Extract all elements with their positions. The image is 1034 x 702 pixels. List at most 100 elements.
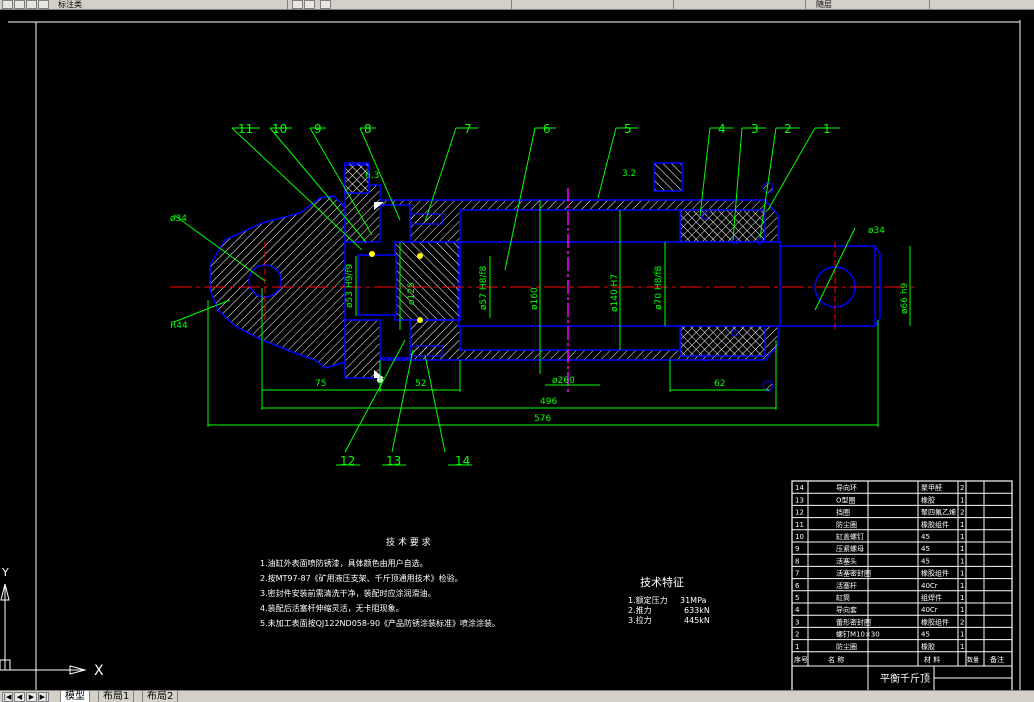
spec-value-3: 445kN: [684, 616, 710, 625]
bom-row-name: 防尘圈: [836, 520, 857, 529]
bom-row-material: 聚甲醛: [921, 483, 942, 492]
ucs-icon: [0, 583, 87, 675]
bom-row-no: 12: [795, 509, 804, 517]
roughness-6.3: 6.3: [365, 171, 379, 181]
drawing-title: 平衡千斤顶: [880, 673, 930, 685]
dim-496: 496: [540, 397, 557, 407]
toolbar-icon-3[interactable]: [26, 0, 37, 9]
toolbar-icon-2[interactable]: [14, 0, 25, 9]
bom-row-material: 橡胶组件: [921, 520, 949, 529]
bom-row-qty: 1: [960, 496, 964, 504]
ucs-y-label: Y: [1, 566, 9, 579]
tech-spec-title: 技术特征: [640, 575, 684, 589]
dim-d34-left: ø34: [170, 214, 187, 224]
bom-row-material: 橡胶组件: [921, 617, 949, 626]
balloon-6: 6: [543, 122, 551, 136]
o-ring-3: [417, 317, 423, 323]
linetype-dropdown[interactable]: [676, 0, 806, 9]
dim-d260: ø260: [552, 376, 575, 386]
tab-layout2[interactable]: 布局2: [142, 691, 179, 702]
section-marker-top: [374, 202, 384, 210]
spec-value-1: 31MPa: [680, 596, 707, 605]
bom-row-qty: 1: [960, 606, 964, 614]
drawing-svg[interactable]: 11 10 9 8 7 6 5 4 3 2 1 12 13 14 ø34 R44…: [0, 10, 1034, 690]
bom-row-no: 14: [795, 484, 804, 492]
bom-row-no: 8: [795, 557, 799, 565]
tech-req-2: 2.按MT97-87《矿用液压支架、千斤顶通用技术》检验。: [260, 573, 463, 583]
nav-prev-button[interactable]: ◀: [14, 692, 25, 702]
dim-52: 52: [415, 379, 426, 389]
bom-row-name: 缸筒: [836, 593, 850, 602]
color-dropdown[interactable]: [514, 0, 674, 9]
bom-header-note: 备注: [990, 655, 1004, 664]
dim-d34-right: ø34: [868, 226, 885, 236]
nav-first-button[interactable]: |◀: [2, 692, 13, 702]
tech-req-3: 3.密封件安装前需清洗干净，装配时应涂润滑油。: [260, 588, 436, 598]
bom-header-material: 材 料: [924, 655, 940, 664]
drawing-canvas[interactable]: 11 10 9 8 7 6 5 4 3 2 1 12 13 14 ø34 R44…: [0, 10, 1034, 690]
bom-row-qty: 2: [960, 484, 964, 492]
seal-3a: [731, 237, 739, 245]
toolbar-icon-4[interactable]: [38, 0, 49, 9]
nav-next-button[interactable]: ▶: [26, 692, 37, 702]
bom-row-name: O型圈: [836, 495, 856, 504]
style-dropdown-dimension[interactable]: 标注类: [52, 0, 288, 9]
bom-row-name: 蕾形密封圈: [836, 617, 871, 626]
bom-row-name: 防尘圈: [836, 642, 857, 651]
bom-row-name: 活塞密封圈: [836, 569, 871, 578]
toolbar-icon-5[interactable]: [292, 0, 303, 9]
tab-model[interactable]: 模型: [60, 691, 90, 702]
dim-d125: ø125: [407, 282, 417, 305]
bom-row-name: 压紧螺母: [836, 544, 864, 553]
o-ring-1: [369, 251, 375, 257]
seal-4a: [701, 212, 709, 220]
bom-row-qty: 2: [960, 509, 964, 517]
bom-header-qty: 数量: [967, 656, 979, 664]
toolbar-icon-7[interactable]: [320, 0, 331, 9]
tab-layout1[interactable]: 布局1: [98, 691, 135, 702]
toolbar-icon-1[interactable]: [2, 0, 13, 9]
bom-row-no: 11: [795, 521, 804, 529]
tech-req-1: 1.油缸外表面喷防锈漆，具体颜色由用户自选。: [260, 558, 428, 568]
balloon-10: 10: [272, 122, 287, 136]
bom-row-material: 45: [921, 631, 930, 639]
layer-dropdown[interactable]: [356, 0, 512, 9]
bom-row-name: 活塞头: [836, 556, 857, 565]
dim-d53: ø53 H9/f9: [345, 263, 355, 308]
bom-row-qty: 1: [960, 570, 964, 578]
tech-req-4: 4.装配后活塞杆伸缩灵活，无卡阻现象。: [260, 603, 404, 613]
port-boss-left: [344, 162, 370, 194]
balloon-5: 5: [624, 122, 632, 136]
bom-row-qty: 1: [960, 557, 964, 565]
bom-row-qty: 1: [960, 631, 964, 639]
bom-row-no: 6: [795, 582, 800, 590]
seal-3b: [731, 329, 739, 337]
balloon-2: 2: [784, 122, 792, 136]
dim-d66: ø66 h9: [900, 282, 910, 314]
toolbar-icon-6[interactable]: [304, 0, 315, 9]
bom-row-no: 3: [795, 618, 799, 626]
bom-header-name: 名 称: [828, 655, 844, 664]
spec-label-1: 1.额定压力: [628, 595, 668, 605]
nav-last-button[interactable]: ▶|: [38, 692, 49, 702]
dimension-labels: ø34 R44 ø34 75 52 62 496 576 ø260 6.3 3.…: [170, 169, 910, 424]
bom-row-name: 螺钉M10×30: [836, 630, 880, 639]
bom-row-qty: 1: [960, 521, 964, 529]
bom-row-name: 挡圈: [836, 508, 850, 517]
lineweight-dropdown[interactable]: 随层: [810, 0, 930, 9]
bom-row-name: 缸盖螺钉: [836, 532, 864, 541]
dim-d70: ø70 H8/f8: [654, 265, 664, 310]
tech-req-title: 技 术 要 求: [386, 536, 431, 548]
dim-r44: R44: [170, 321, 188, 331]
bom-row-qty: 1: [960, 643, 964, 651]
balloon-14: 14: [455, 454, 470, 468]
port-boss-right: [653, 162, 683, 192]
dim-576: 576: [534, 414, 551, 424]
seal-4b: [701, 354, 709, 362]
bom-row-material: 橡胶: [921, 642, 935, 651]
piston-nut-bore: [357, 254, 397, 316]
top-toolbar: 标注类 随层: [0, 0, 1034, 10]
bom-row-qty: 1: [960, 582, 964, 590]
